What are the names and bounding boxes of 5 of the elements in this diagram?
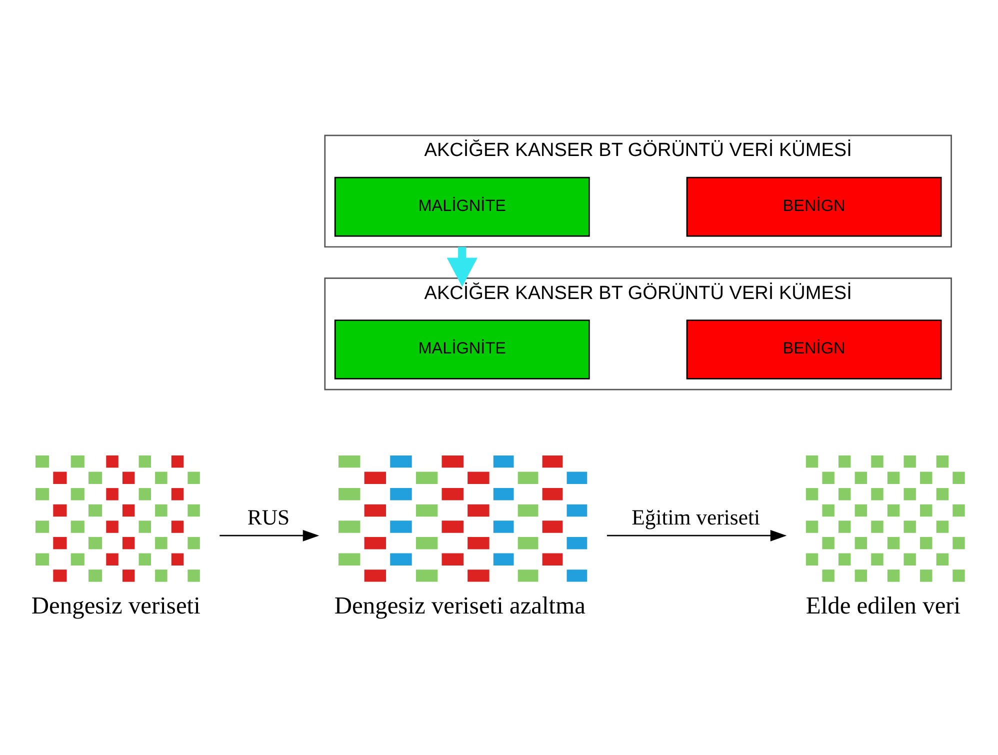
node-label: Dengesiz veriseti xyxy=(30,592,200,620)
edge-label: RUS xyxy=(246,504,290,529)
node-label: Dengesiz veriseti azaltma xyxy=(334,592,585,620)
edge-label: Eğitim veriseti xyxy=(631,504,760,529)
node-label: Elde edilen veri xyxy=(805,592,960,620)
